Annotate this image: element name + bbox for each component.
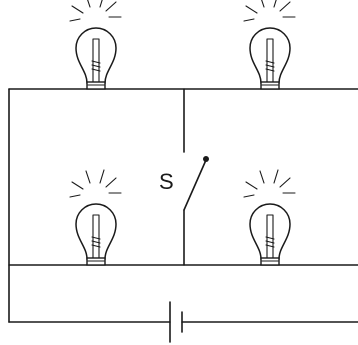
- bulb-icon-bottom-right: [243, 169, 296, 266]
- battery-symbol: [169, 301, 183, 343]
- bulbs: [69, 0, 296, 266]
- circuit-wires: [8, 88, 358, 323]
- switch-label: S: [159, 169, 174, 194]
- switch-lever: [183, 159, 207, 211]
- bulb-icon-bottom-left: [69, 169, 122, 266]
- switch-pivot: [203, 156, 209, 162]
- bulb-icon-top-left: [69, 0, 122, 90]
- bulb-icon-top-right: [243, 0, 296, 90]
- switch: S: [159, 156, 209, 211]
